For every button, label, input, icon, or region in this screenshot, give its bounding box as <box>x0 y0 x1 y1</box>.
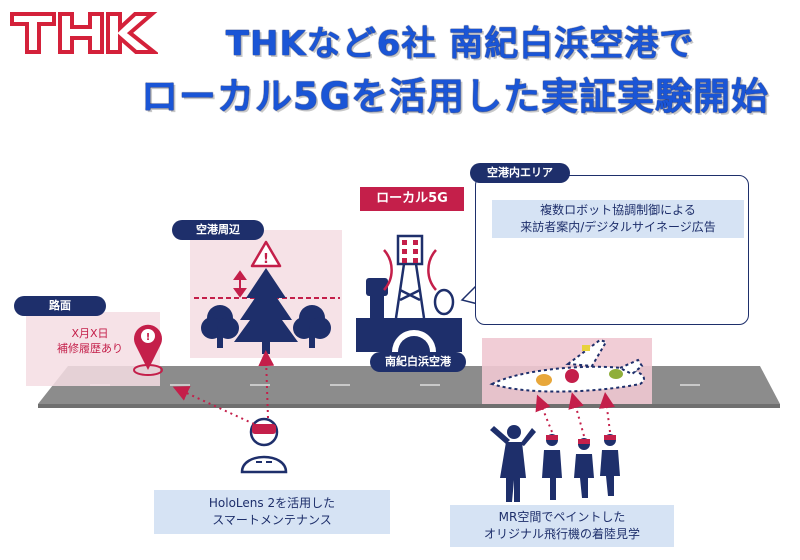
control-tower-icon <box>356 278 462 352</box>
title-line-2: ローカル5Gを活用した実証実験開始 <box>140 75 770 118</box>
road-repair-note: X月X日 補修履歴あり <box>44 326 136 356</box>
warning-icon: ! <box>250 240 282 268</box>
hololens-caption-line-2: スマートメンテナンス <box>212 513 332 527</box>
road-note-text: 補修履歴あり <box>57 342 123 355</box>
pin-icon: ! <box>133 324 163 376</box>
local-5g-label: ローカル5G <box>360 187 464 211</box>
road-note-date: X月X日 <box>71 327 109 340</box>
mr-caption-line-1: MR空間でペイントした <box>498 510 626 524</box>
airplane-icon <box>489 338 645 393</box>
mr-view-lines <box>535 392 615 437</box>
view-lines <box>172 350 275 425</box>
tag-airport-name: 南紀白浜空港 <box>370 352 466 372</box>
hololens-caption: HoloLens 2を活用した スマートメンテナンス <box>154 490 390 534</box>
hololens-caption-line-1: HoloLens 2を活用した <box>208 496 336 510</box>
tag-airport-area: 空港内エリア <box>470 163 570 183</box>
area-desc-line-2: 来訪者案内/デジタルサイネージ広告 <box>520 220 716 234</box>
headset-person-icon <box>240 417 288 474</box>
svg-text:!: ! <box>263 252 269 267</box>
mr-caption: MR空間でペイントした オリジナル飛行機の着陸見学 <box>450 505 674 547</box>
tree-icon <box>201 268 331 354</box>
tag-road: 路面 <box>14 296 106 316</box>
area-description: 複数ロボット協調制御による 来訪者案内/デジタルサイネージ広告 <box>492 200 744 238</box>
thk-logo <box>10 12 158 54</box>
svg-text:!: ! <box>146 332 151 343</box>
tag-airport-surroundings: 空港周辺 <box>172 220 264 240</box>
mr-caption-line-2: オリジナル飛行機の着陸見学 <box>483 527 640 541</box>
antenna-icon <box>383 234 455 319</box>
height-arrow <box>233 270 247 298</box>
area-desc-line-1: 複数ロボット協調制御による <box>540 203 696 217</box>
area-callout-box <box>475 175 749 325</box>
title-line-1: THKなど6社 南紀白浜空港で <box>225 24 695 64</box>
